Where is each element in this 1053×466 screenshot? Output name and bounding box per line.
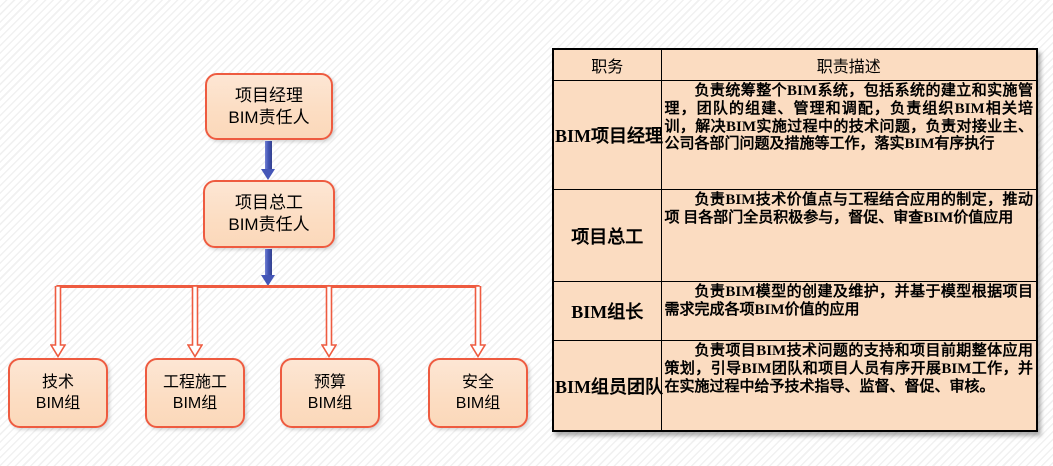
description-text: 负责项目BIM技术问题的支持和项目前期整体应用策划，引导BIM团队和项目人员有序… [664,343,1034,395]
org-node-technology-bim-group: 技术 BIM组 [8,358,108,428]
description-cell: 负责项目BIM技术问题的支持和项目前期整体应用策划，引导BIM团队和项目人员有序… [660,340,1038,432]
org-node-chief-engineer: 项目总工 BIM责任人 [203,180,335,248]
org-node-label-line: BIM责任人 [228,215,310,234]
org-node-label-line: 项目总工 [235,193,303,212]
org-node-label-line: BIM组 [307,395,353,412]
arrow-down-hollow-icon [50,286,66,358]
org-node-label-line: BIM组 [455,395,501,412]
arrow-down-blue-icon [261,249,275,286]
arrow-head [261,169,275,180]
description-cell: 负责BIM技术价值点与工程结合应用的制定，推动项 目各部门全员积极参与，督促、审… [660,189,1038,282]
org-node-project-manager: 项目经理 BIM责任人 [205,73,333,140]
org-node-construction-bim-group: 工程施工 BIM组 [145,358,245,428]
description-text: 负责BIM模型的创建及维护，并基于模型根据项目需求完成各项BIM价值的应用 [664,284,1034,318]
roles-responsibilities-table: 职务 职责描述 BIM项目经理 负责统筹整个BIM系统，包括系统的建立和实施管理… [552,48,1038,432]
column-header-position: 职务 [552,48,662,81]
branch-connector-line [56,285,480,288]
org-node-label-line: 技术 [41,374,74,391]
table-row: 项目总工 负责BIM技术价值点与工程结合应用的制定，推动项 目各部门全员积极参与… [552,189,1038,282]
arrow-shaft [264,141,272,169]
description-text: 负责BIM技术价值点与工程结合应用的制定，推动项 目各部门全员积极参与，督促、审… [664,192,1034,226]
description-cell: 负责BIM模型的创建及维护，并基于模型根据项目需求完成各项BIM价值的应用 [660,281,1038,341]
table-row: BIM项目经理 负责统筹整个BIM系统，包括系统的建立和实施管理，团队的组建、管… [552,80,1038,190]
table-header-row: 职务 职责描述 [552,48,1038,81]
position-cell: BIM项目经理 [552,80,663,190]
org-node-label-line: 工程施工 [162,374,227,391]
org-node-safety-bim-group: 安全 BIM组 [428,358,528,428]
org-node-label-line: 预算 [313,374,346,391]
table-row: BIM组长 负责BIM模型的创建及维护，并基于模型根据项目需求完成各项BIM价值… [552,281,1038,341]
org-node-label-line: 项目经理 [235,85,303,105]
arrow-head [261,275,275,286]
arrow-down-hollow-icon [470,286,486,358]
description-cell: 负责统筹整个BIM系统，包括系统的建立和实施管理，团队的组建、管理和调配，负责组… [660,80,1038,190]
org-node-label-line: BIM组 [35,395,81,412]
org-node-budget-bim-group: 预算 BIM组 [280,358,380,428]
org-node-label-line: BIM责任人 [228,107,310,127]
table-row: BIM组员团队 负责项目BIM技术问题的支持和项目前期整体应用策划，引导BIM团… [552,340,1038,432]
org-node-label-line: 安全 [461,374,494,391]
column-header-description: 职责描述 [660,48,1038,81]
position-cell: BIM组员团队 [552,340,663,432]
arrow-down-hollow-icon [321,286,337,358]
arrow-down-blue-icon [261,141,275,180]
description-text: 负责统筹整个BIM系统，包括系统的建立和实施管理，团队的组建、管理和调配，负责组… [664,83,1034,153]
org-node-label-line: BIM组 [172,395,218,412]
arrow-shaft [264,249,272,275]
arrow-down-hollow-icon [187,286,203,358]
position-cell: BIM组长 [552,281,662,341]
position-cell: 项目总工 [552,189,662,282]
